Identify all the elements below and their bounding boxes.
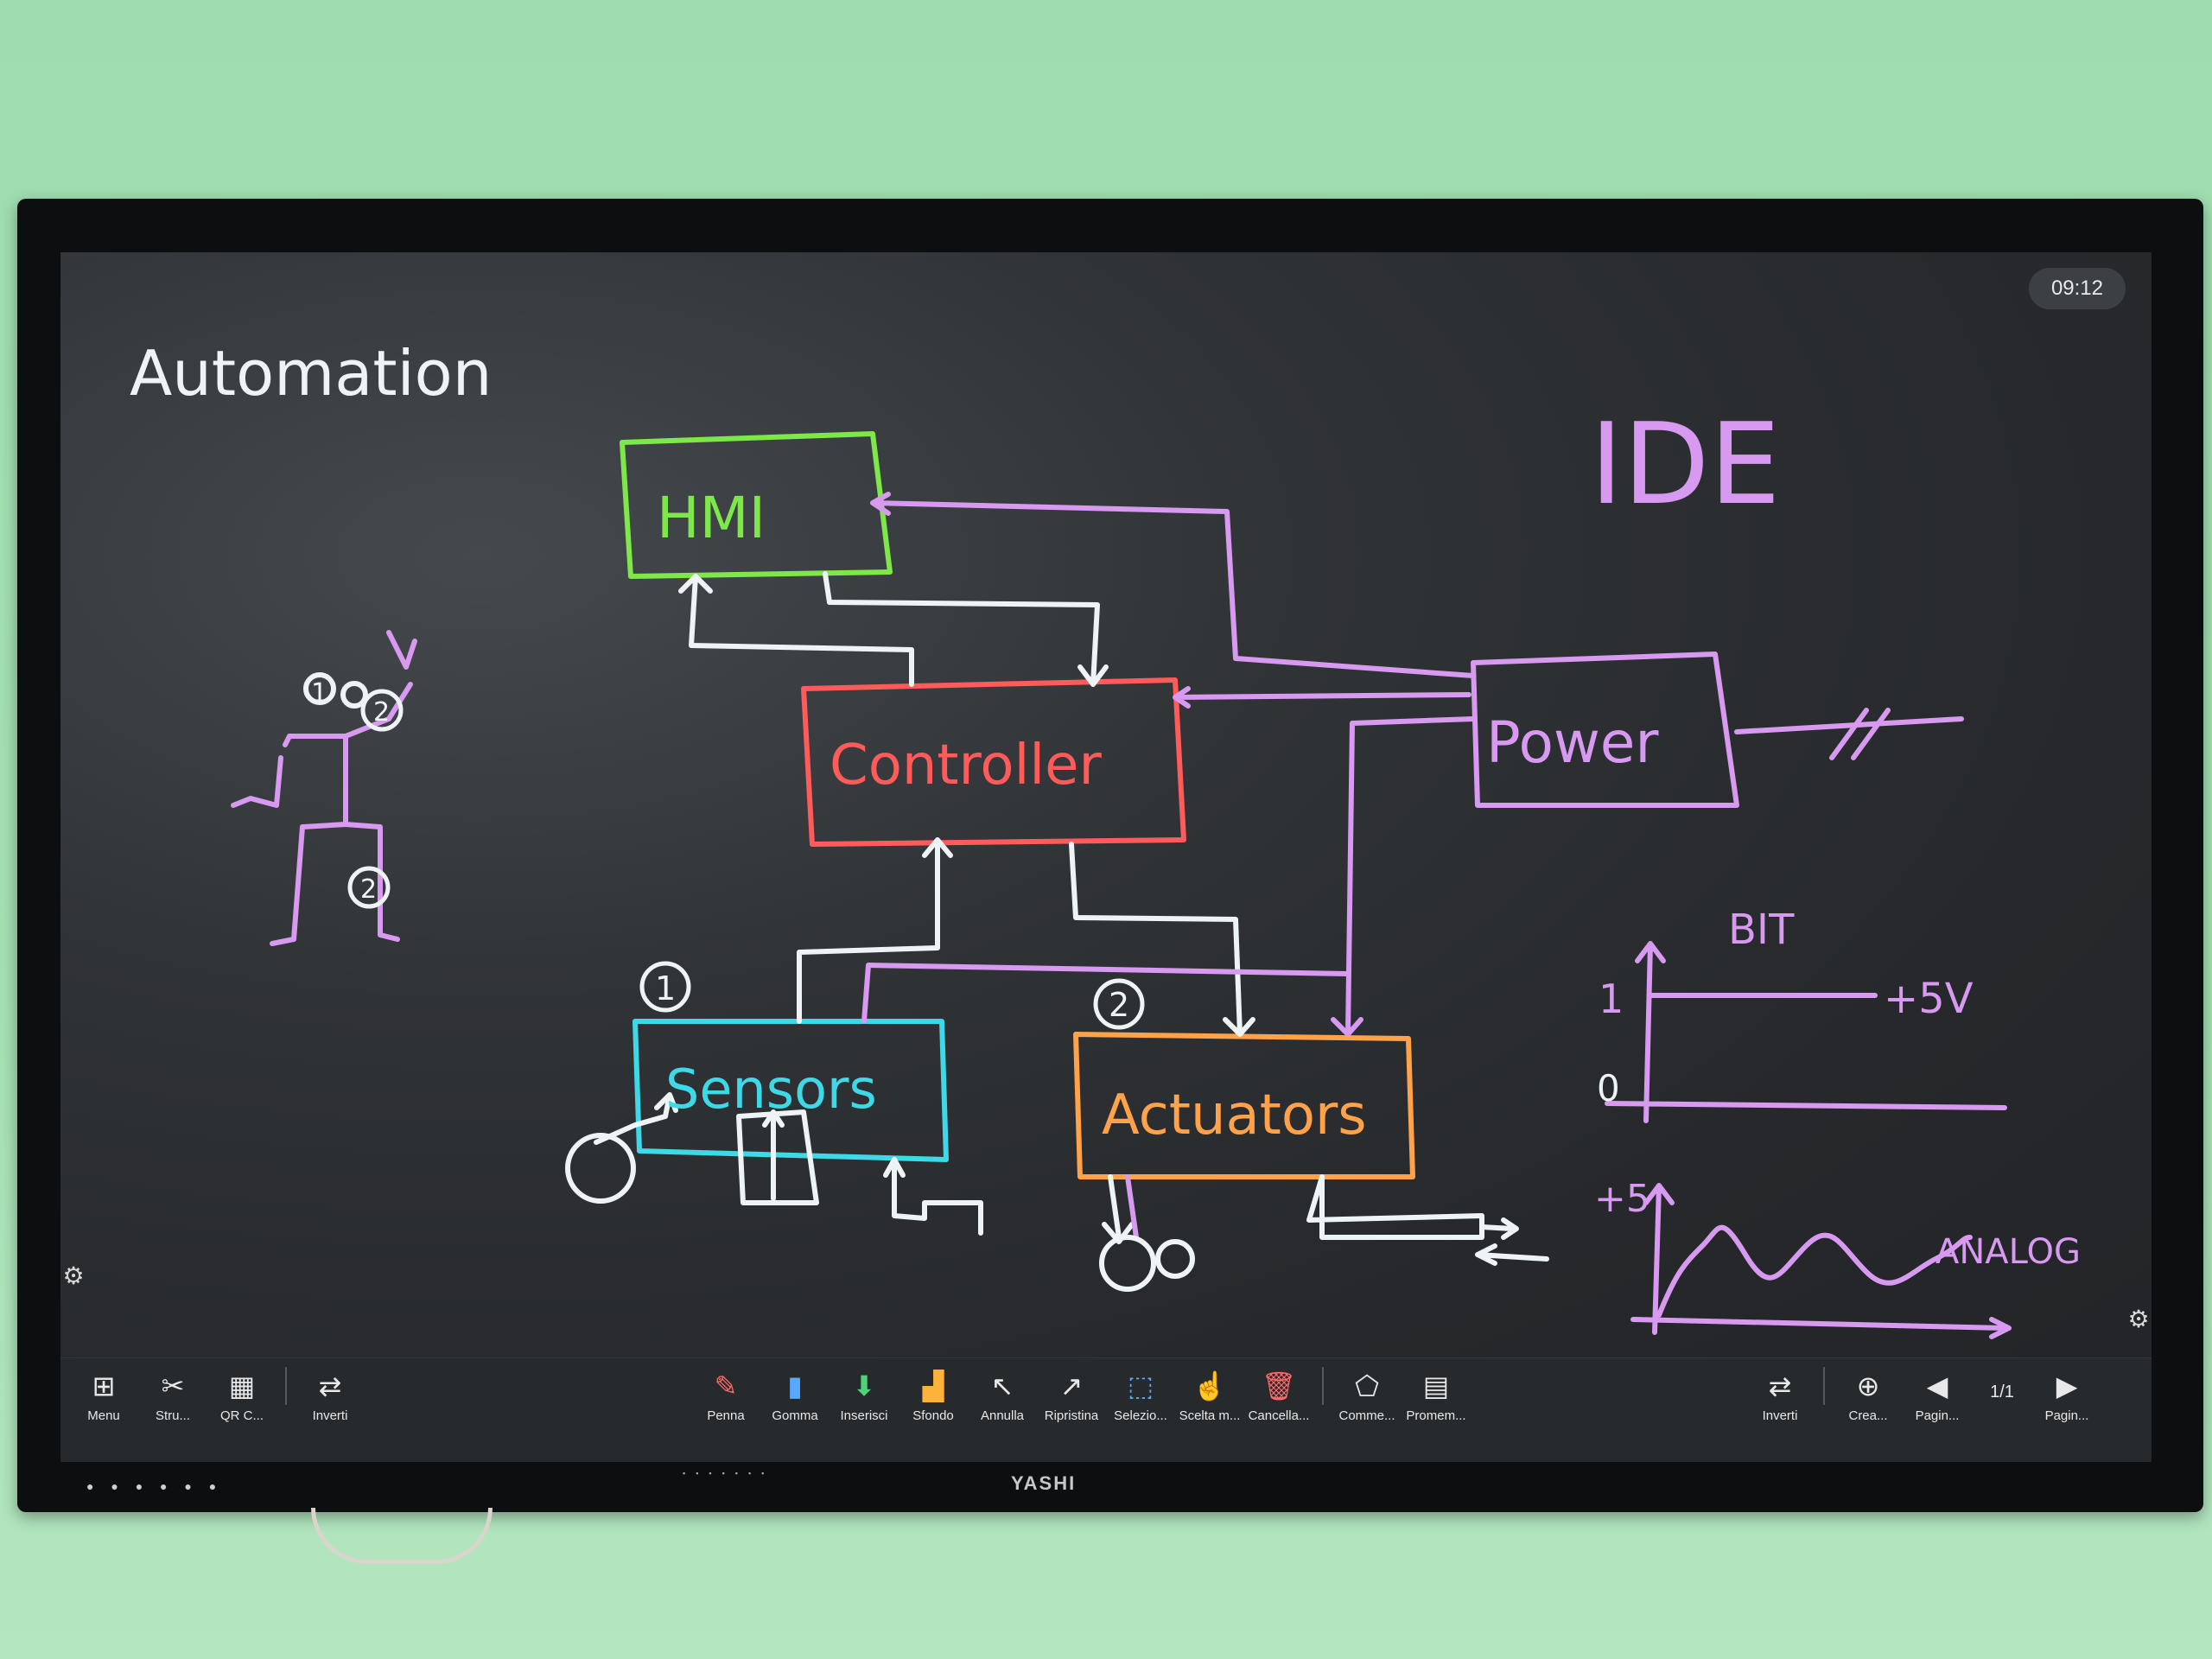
insert-button[interactable]: ⬇ Inserisci xyxy=(830,1367,899,1423)
power-input-line xyxy=(1734,708,1964,760)
power-to-hmi-line xyxy=(870,492,1476,678)
touch-icon: ☝ xyxy=(1192,1370,1227,1402)
sensors-marker: 1 xyxy=(655,969,676,1007)
insert-icon: ⬇ xyxy=(852,1370,876,1402)
sensor-input-c xyxy=(892,1157,983,1236)
sensor-input-a xyxy=(594,1092,678,1145)
hmi-box xyxy=(620,431,893,579)
page-counter: 1/1 xyxy=(1990,1382,2014,1402)
clock-display: 09:12 xyxy=(2028,268,2126,309)
undo-button[interactable]: ↖ Annulla xyxy=(968,1367,1037,1423)
bit-graph-axes xyxy=(1605,941,2007,1123)
figure-head-marker: 1 xyxy=(311,678,327,709)
note-button[interactable]: ▤ Promem... xyxy=(1402,1367,1471,1423)
sensors-to-controller-arrow xyxy=(797,837,953,1024)
qr-icon: ▦ xyxy=(228,1370,256,1402)
power-label: Power xyxy=(1486,709,1659,776)
toolbar-divider xyxy=(285,1367,287,1405)
eraser-button[interactable]: ▮ Gomma xyxy=(760,1367,830,1423)
bezel-indicators: ● ● ● ● ● ● xyxy=(86,1479,224,1493)
plus-circle-icon: ⊕ xyxy=(1856,1370,1880,1402)
next-page-button[interactable]: ▶ Pagin... xyxy=(2032,1367,2101,1423)
comment-icon: ⬠ xyxy=(1355,1370,1379,1402)
sensors-label: Sensors xyxy=(665,1058,877,1121)
whiteboard-screen: Automation IDE HMI Controller Power Sens… xyxy=(60,252,2152,1462)
actuator-output-a xyxy=(1102,1174,1135,1244)
actuators-box xyxy=(1073,1032,1415,1179)
toolbar-divider xyxy=(1823,1367,1825,1405)
qr-code-button[interactable]: ▦ QR C... xyxy=(207,1367,276,1423)
toolbar-divider xyxy=(1322,1367,1324,1405)
power-to-controller-line xyxy=(1173,686,1471,709)
analog-graph-axes xyxy=(1630,1183,2012,1339)
analog-label: ANALOG xyxy=(1936,1232,2081,1272)
settings-gear-right-icon[interactable]: ⚙ xyxy=(2127,1306,2150,1332)
toolbar-left-group: ⊞ Menu ✂ Stru... ▦ QR C... ⇄ Inverti xyxy=(69,1367,365,1423)
tools-button[interactable]: ✂ Stru... xyxy=(138,1367,207,1423)
chevron-left-icon: ◀ xyxy=(1926,1370,1948,1402)
invert-right-button[interactable]: ⇄ Inverti xyxy=(1745,1367,1815,1423)
bit-one: 1 xyxy=(1599,976,1624,1022)
sensors-box xyxy=(632,1019,949,1162)
toolbar-center-group: ✎ Penna ▮ Gomma ⬇ Inserisci ▟ Sfondo ↖ xyxy=(691,1367,1471,1423)
bezel-ports: ▪▪▪▪▪▪▪ xyxy=(683,1469,775,1478)
menu-button[interactable]: ⊞ Menu xyxy=(69,1367,138,1423)
analog-volt: +5 xyxy=(1594,1177,1650,1221)
pen-icon: ✎ xyxy=(714,1370,738,1402)
bottom-toolbar: ⊞ Menu ✂ Stru... ▦ QR C... ⇄ Inverti xyxy=(60,1357,2152,1462)
bit-zero: 0 xyxy=(1597,1067,1620,1109)
analog-signal xyxy=(1656,1224,1973,1318)
swap-icon: ⇄ xyxy=(1768,1370,1792,1402)
side-title: IDE xyxy=(1590,398,1781,530)
eraser-icon: ▮ xyxy=(787,1370,803,1402)
hmi-label: HMI xyxy=(657,485,766,551)
controller-label: Controller xyxy=(830,734,1103,798)
controller-box xyxy=(801,677,1186,847)
display-monitor: Automation IDE HMI Controller Power Sens… xyxy=(17,199,2203,1512)
actuators-marker: 2 xyxy=(1109,986,1129,1024)
invert-left-button[interactable]: ⇄ Inverti xyxy=(296,1367,365,1423)
bit-label: BIT xyxy=(1728,906,1795,954)
controller-to-hmi-arrow xyxy=(678,574,914,687)
tools-icon: ✂ xyxy=(161,1370,185,1402)
whiteboard-drawing: Automation IDE HMI Controller Power Sens… xyxy=(130,337,2081,1339)
prev-page-button[interactable]: ◀ Pagin... xyxy=(1903,1367,1972,1423)
swap-icon: ⇄ xyxy=(318,1370,342,1402)
background-icon: ▟ xyxy=(922,1370,944,1402)
select-icon: ⬚ xyxy=(1127,1370,1154,1402)
actuators-label: Actuators xyxy=(1102,1084,1367,1147)
grid-icon: ⊞ xyxy=(92,1370,116,1402)
clear-button[interactable]: 🗑 Cancella... xyxy=(1244,1367,1313,1423)
settings-gear-left-icon[interactable]: ⚙ xyxy=(62,1262,85,1289)
bit-volt: +5V xyxy=(1884,975,1974,1023)
pen-button[interactable]: ✎ Penna xyxy=(691,1367,760,1423)
touch-mode-button[interactable]: ☝ Scelta m... xyxy=(1175,1367,1244,1423)
toolbar-right-group: ⇄ Inverti ⊕ Crea... ◀ Pagin... 1/1 ▶ Pag… xyxy=(1745,1367,2101,1423)
background-button[interactable]: ▟ Sfondo xyxy=(899,1367,968,1423)
redo-icon: ↗ xyxy=(1059,1370,1084,1402)
brand-logo: YASHI xyxy=(1011,1472,1077,1494)
select-button[interactable]: ⬚ Selezio... xyxy=(1106,1367,1175,1423)
redo-button[interactable]: ↗ Ripristina xyxy=(1037,1367,1106,1423)
hmi-to-controller-arrow xyxy=(823,571,1109,687)
controller-to-actuators-arrow xyxy=(1069,842,1255,1037)
power-box xyxy=(1471,652,1739,808)
drawing-canvas[interactable]: Automation IDE HMI Controller Power Sens… xyxy=(60,252,2152,1358)
figure-leg-marker: 2 xyxy=(360,874,377,905)
actuator-output-b xyxy=(1306,1174,1484,1240)
board-title: Automation xyxy=(130,337,492,410)
create-page-button[interactable]: ⊕ Crea... xyxy=(1834,1367,1903,1423)
chevron-right-icon: ▶ xyxy=(2056,1370,2078,1402)
power-to-actuators-line xyxy=(1331,716,1476,1037)
note-icon: ▤ xyxy=(1422,1370,1450,1402)
undo-icon: ↖ xyxy=(990,1370,1014,1402)
stick-figure xyxy=(231,630,417,946)
trash-icon: 🗑 xyxy=(1261,1370,1297,1402)
figure-arm-marker: 2 xyxy=(373,697,390,728)
comment-button[interactable]: ⬠ Comme... xyxy=(1332,1367,1402,1423)
power-to-sensors-line xyxy=(861,963,1351,1024)
power-cable xyxy=(311,1508,493,1564)
